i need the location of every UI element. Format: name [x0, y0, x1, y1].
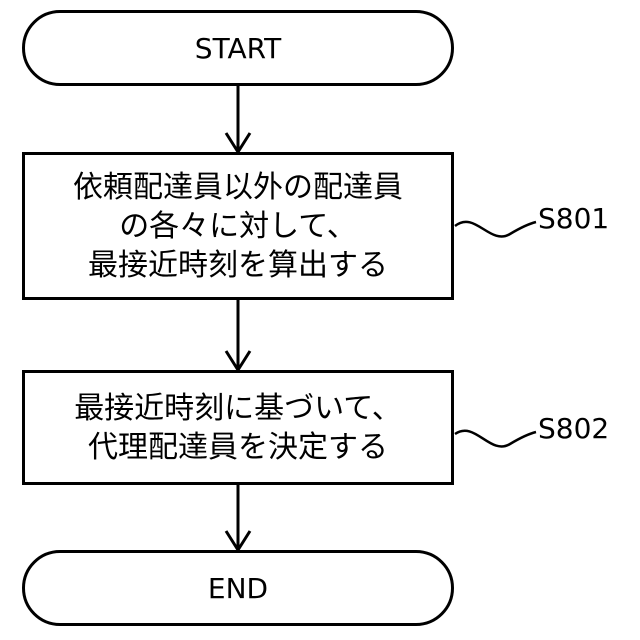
leader-s802 [455, 431, 536, 447]
process-box-s802: 最接近時刻に基づいて、 代理配達員を決定する [22, 370, 454, 485]
end-label: END [208, 572, 268, 605]
s802-line-1: 最接近時刻に基づいて、 [74, 389, 402, 428]
s801-line-1: 依頼配達員以外の配達員 [73, 168, 403, 207]
s802-line-2: 代理配達員を決定する [88, 428, 388, 467]
process-box-s801: 依頼配達員以外の配達員 の各々に対して、 最接近時刻を算出する [22, 152, 454, 300]
s801-line-3: 最接近時刻を算出する [88, 246, 388, 285]
start-terminal: START [22, 10, 454, 86]
start-label: START [195, 32, 281, 65]
end-terminal: END [22, 550, 454, 626]
step-label-s802: S802 [538, 412, 609, 445]
step-label-s801: S801 [538, 202, 609, 235]
leader-s801 [455, 222, 536, 237]
s801-line-2: の各々に対して、 [119, 207, 357, 246]
